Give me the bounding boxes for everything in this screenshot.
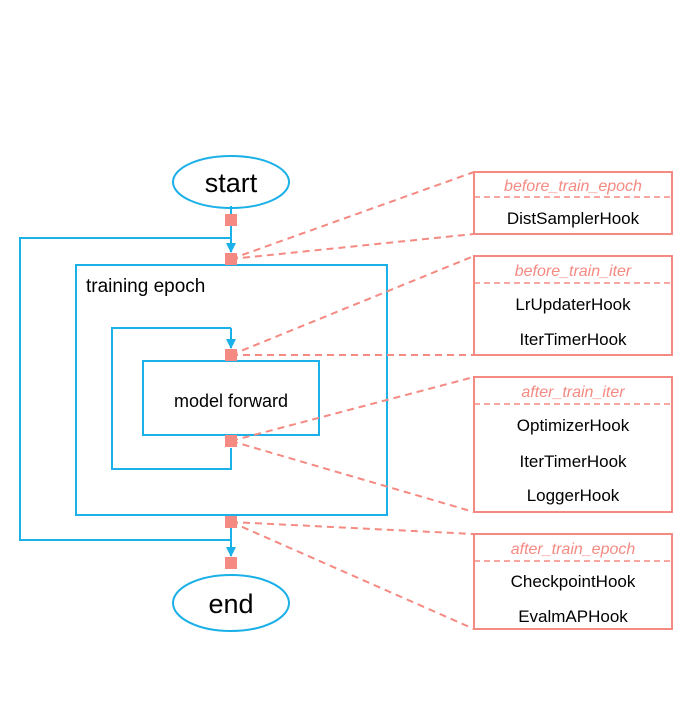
hook-item: OptimizerHook xyxy=(517,416,630,435)
hook-point-start xyxy=(225,214,237,226)
model-forward-label: model forward xyxy=(174,391,288,411)
connector-before-epoch-bottom xyxy=(230,233,475,260)
hook-box-after-train-iter: after_train_iter OptimizerHook IterTimer… xyxy=(473,376,673,513)
hook-point-after-iter xyxy=(225,435,237,447)
connector-after-epoch-bottom xyxy=(230,521,475,630)
hook-title: before_train_epoch xyxy=(504,178,642,195)
hook-item: EvalmAPHook xyxy=(518,607,628,626)
hook-box-before-train-epoch: before_train_epoch DistSamplerHook xyxy=(473,171,673,235)
hook-title: after_train_iter xyxy=(521,384,625,401)
hook-item: DistSamplerHook xyxy=(507,209,640,228)
hook-item: IterTimerHook xyxy=(519,452,627,471)
hook-box-frame xyxy=(473,255,673,356)
hook-item: LoggerHook xyxy=(527,486,620,505)
start-label: start xyxy=(205,168,258,198)
hook-box-frame xyxy=(473,376,673,513)
hook-box-frame xyxy=(473,533,673,630)
end-label: end xyxy=(208,589,253,619)
hook-point-before-epoch xyxy=(225,253,237,265)
connector-after-epoch-top xyxy=(230,521,475,535)
hook-connectors xyxy=(230,171,475,630)
training-epoch-label: training epoch xyxy=(86,276,205,297)
end-node xyxy=(172,574,290,632)
hook-point-markers xyxy=(225,214,237,569)
training-epoch-box xyxy=(75,264,388,516)
hook-title: after_train_epoch xyxy=(511,541,636,558)
connector-after-iter-top xyxy=(230,376,475,442)
hook-item: CheckpointHook xyxy=(511,572,636,591)
hook-title: before_train_iter xyxy=(515,263,632,280)
hook-point-after-epoch xyxy=(225,516,237,528)
hook-item: LrUpdaterHook xyxy=(515,295,631,314)
hook-box-before-train-iter: before_train_iter LrUpdaterHook IterTime… xyxy=(473,255,673,356)
inner-loop-edge xyxy=(111,327,232,470)
hook-box-frame xyxy=(473,171,673,235)
hook-point-before-iter xyxy=(225,349,237,361)
start-node xyxy=(172,155,290,209)
connector-before-iter-top xyxy=(230,255,475,356)
connector-after-iter-bottom xyxy=(230,440,475,513)
hook-box-after-train-epoch: after_train_epoch CheckpointHook EvalmAP… xyxy=(473,533,673,630)
hook-point-end xyxy=(225,557,237,569)
hook-item: IterTimerHook xyxy=(519,330,627,349)
outer-loop-edge xyxy=(19,237,231,541)
